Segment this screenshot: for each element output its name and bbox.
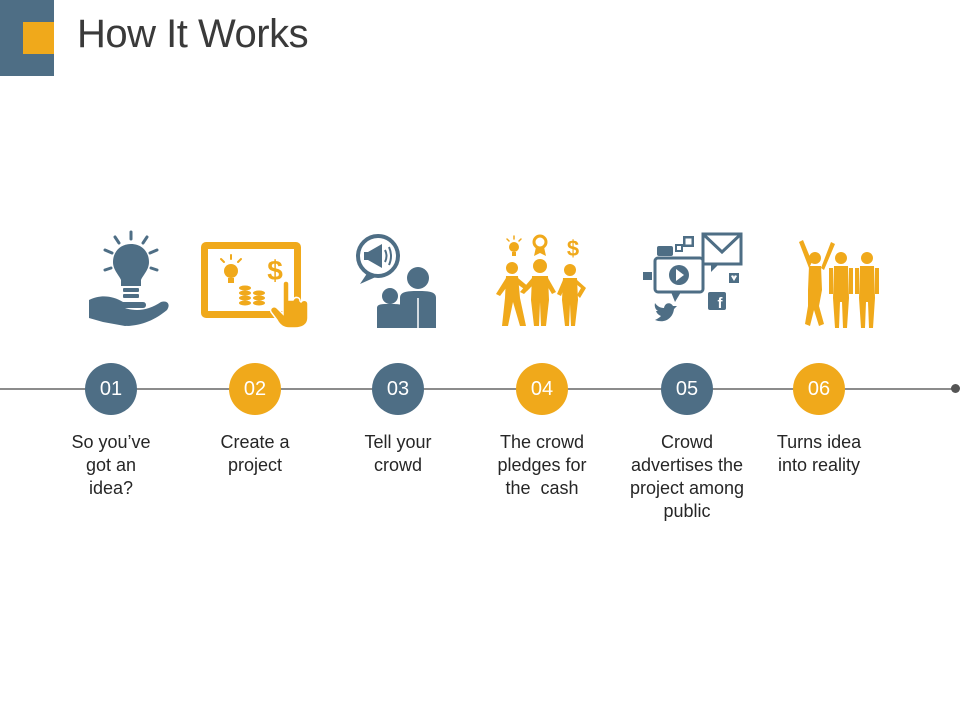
step-text-line: advertises the xyxy=(630,455,744,475)
step-text-line: Create a xyxy=(220,432,290,452)
step-text-line: idea? xyxy=(88,478,134,498)
step-text-line: public xyxy=(663,501,711,521)
svg-text:f: f xyxy=(718,295,724,312)
title-accent xyxy=(23,22,54,54)
step-number: 05 xyxy=(661,363,713,415)
step-text-line: Turns idea xyxy=(776,432,862,452)
step-05: f 05 Crowd advertises the project among … xyxy=(607,0,767,720)
step-description: Create a project xyxy=(180,431,330,477)
page-title: How It Works xyxy=(77,12,309,56)
step-description: Tell your crowd xyxy=(323,431,473,477)
step-text-line: into reality xyxy=(777,455,861,475)
timeline-end-dot xyxy=(951,384,960,393)
celebrating-people-icon xyxy=(759,228,879,332)
crowd-pledge-icon: $ xyxy=(482,228,602,332)
step-03: 03 Tell your crowd xyxy=(318,0,478,720)
step-description: The crowd pledges for the cash xyxy=(467,431,617,500)
lightbulb-hand-icon xyxy=(51,228,171,332)
step-description: Turns idea into reality xyxy=(744,431,894,477)
svg-text:$: $ xyxy=(267,255,283,286)
step-02: $ 02 Create a project xyxy=(175,0,335,720)
step-number: 03 xyxy=(372,363,424,415)
social-media-icon: f xyxy=(627,228,747,332)
step-text-line: Crowd xyxy=(660,432,713,452)
megaphone-people-icon xyxy=(338,228,458,332)
step-description: So you’ve got an idea? xyxy=(36,431,186,500)
timeline-line xyxy=(0,388,956,390)
step-number: 04 xyxy=(516,363,568,415)
svg-text:$: $ xyxy=(567,236,579,261)
step-text-line: pledges for xyxy=(497,455,587,475)
step-text-line: the cash xyxy=(505,478,579,498)
step-04: $ 04 The crowd pledges for the cash xyxy=(462,0,622,720)
step-06: 06 Turns idea into reality xyxy=(739,0,899,720)
step-text-line: So you’ve xyxy=(71,432,151,452)
step-number: 01 xyxy=(85,363,137,415)
step-description: Crowd advertises the project among publi… xyxy=(612,431,762,523)
step-text-line: project xyxy=(227,455,283,475)
step-text-line: Tell your xyxy=(364,432,432,452)
step-number: 02 xyxy=(229,363,281,415)
step-text-line: crowd xyxy=(373,455,422,475)
step-text-line: project among xyxy=(629,478,745,498)
step-text-line: The crowd xyxy=(499,432,585,452)
step-number: 06 xyxy=(793,363,845,415)
project-board-icon: $ xyxy=(195,228,315,332)
step-01: 01 So you’ve got an idea? xyxy=(31,0,191,720)
step-text-line: got an xyxy=(85,455,137,475)
